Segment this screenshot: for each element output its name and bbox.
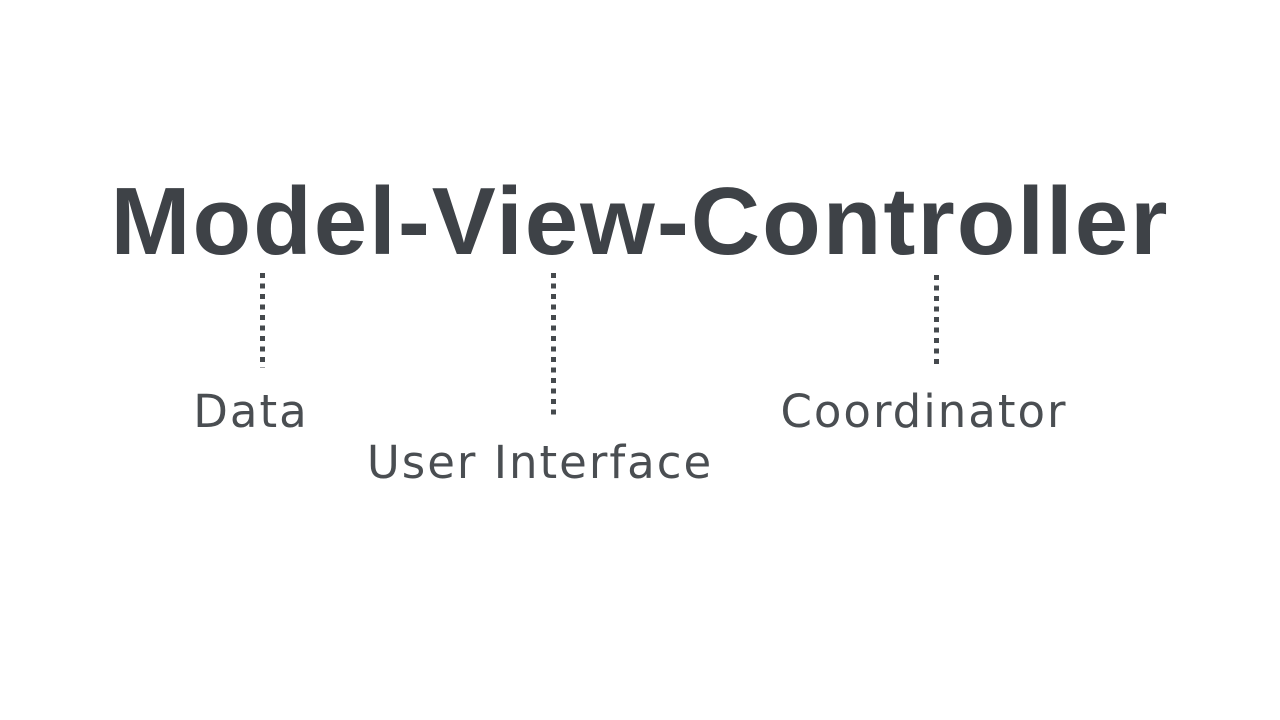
view-connector-dotted-line xyxy=(551,273,556,419)
model-label: Data xyxy=(193,385,309,438)
model-connector-dotted-line xyxy=(260,273,265,368)
controller-label: Coordinator xyxy=(780,385,1068,438)
page-title: Model-View-Controller xyxy=(110,168,1170,275)
controller-connector-dotted-line xyxy=(934,275,939,369)
view-label: User Interface xyxy=(366,436,714,489)
